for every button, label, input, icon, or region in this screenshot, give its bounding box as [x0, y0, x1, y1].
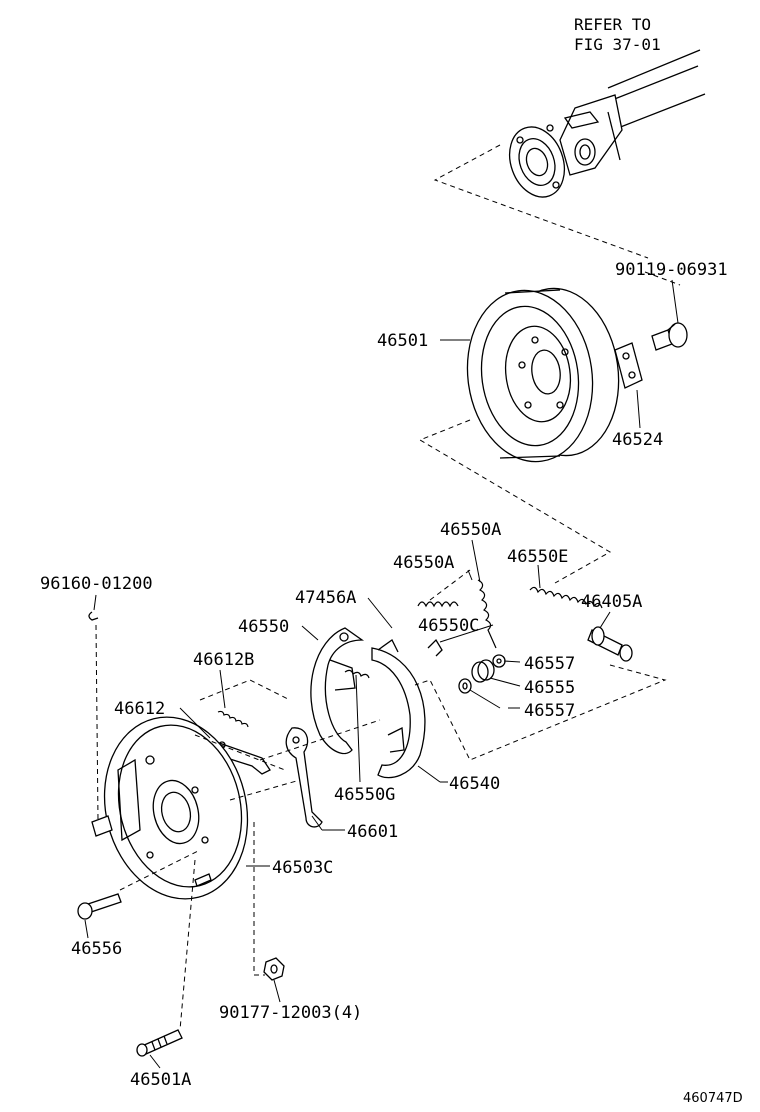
callout-90119-06931: 90119-06931 — [615, 260, 728, 280]
callout-46550: 46550 — [238, 617, 289, 637]
leader-lines — [84, 279, 679, 1069]
callout-46405a: 46405A — [581, 592, 642, 612]
callout-46503c: 46503C — [272, 858, 333, 878]
callout-46550c: 46550C — [418, 616, 479, 636]
drum-plate — [614, 342, 643, 389]
callout-46550a-top: 46550A — [440, 520, 501, 540]
callout-46612: 46612 — [114, 699, 165, 719]
brake-shoe-46540 — [371, 639, 426, 779]
spring-46550g — [344, 669, 370, 783]
assembly-lines — [95, 144, 681, 1031]
figure-number: 460747D — [683, 1091, 743, 1106]
pin-96160 — [88, 611, 99, 621]
callout-46550g: 46550G — [334, 785, 395, 805]
reference-line-1: REFER TO — [574, 15, 651, 34]
callout-46557-bottom: 46557 — [524, 701, 575, 721]
brake-shoe-46550 — [310, 627, 365, 755]
callout-46555: 46555 — [524, 678, 575, 698]
clip-46550c — [427, 638, 443, 657]
spring-46550a-upper — [477, 579, 497, 649]
callout-46612b: 46612B — [193, 650, 254, 670]
callout-47456a: 47456A — [295, 588, 356, 608]
propeller-shaft-flange — [508, 49, 706, 198]
spring-47456a — [417, 601, 459, 608]
nut-90177 — [263, 957, 285, 981]
drum-bolt — [651, 322, 688, 351]
callout-46550a-mid: 46550A — [393, 553, 454, 573]
washer-46557-bottom — [458, 678, 472, 694]
brake-drum — [466, 287, 620, 463]
washer-46557-top — [492, 654, 506, 668]
bolt-46556 — [77, 893, 122, 920]
stud-46501a — [136, 1029, 183, 1057]
spring-46612b — [217, 710, 249, 728]
callout-46501: 46501 — [377, 331, 428, 351]
backing-plate — [91, 716, 249, 900]
callout-46524: 46524 — [612, 430, 663, 450]
spring-46550e — [529, 586, 603, 609]
cup-46555 — [471, 659, 495, 683]
callout-46550e: 46550E — [507, 547, 568, 567]
lever-46601 — [285, 727, 323, 828]
reference-line-2: FIG 37-01 — [574, 35, 661, 54]
callout-90177-12003: 90177-12003(4) — [219, 1003, 362, 1023]
callout-46501a: 46501A — [130, 1070, 191, 1090]
callout-46540: 46540 — [449, 774, 500, 794]
callout-46556: 46556 — [71, 939, 122, 959]
callout-46601: 46601 — [347, 822, 398, 842]
adjuster-46405a — [587, 626, 633, 662]
callout-96160-01200: 96160-01200 — [40, 574, 153, 594]
callout-46557-top: 46557 — [524, 654, 575, 674]
